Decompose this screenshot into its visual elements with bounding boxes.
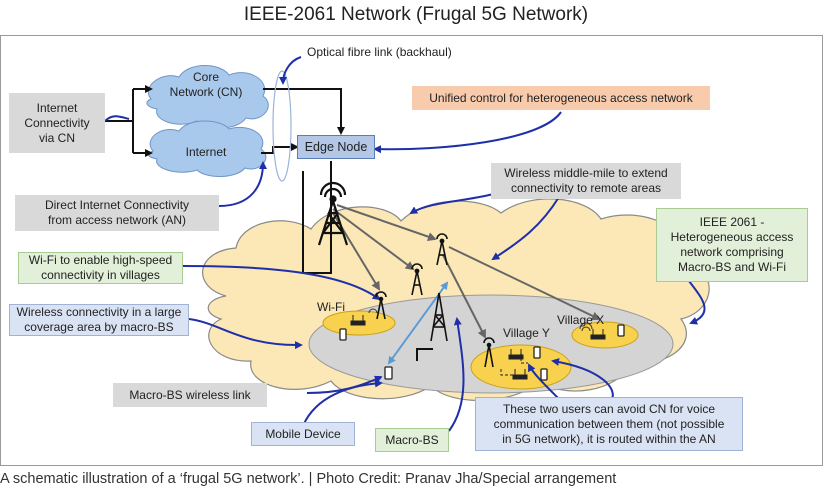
wifi-tower (375, 291, 387, 320)
macro-bs-tower-center (430, 292, 448, 342)
core-network-label: Core Network (CN) (169, 70, 243, 99)
phone-icon (617, 324, 625, 337)
optical-fibre-ring (272, 70, 292, 182)
wifi-label: Wi-Fi (317, 300, 345, 314)
router-icon (508, 349, 524, 360)
router-icon (350, 315, 366, 326)
unified-control-box: Unified control for heterogeneous access… (412, 86, 710, 110)
macro-bs-tower-main (317, 181, 349, 246)
wireless-middle-mile-box: Wireless middle-mile to extend connectiv… (491, 163, 681, 199)
mobile-device-icon (384, 366, 393, 380)
phone-icon (533, 346, 541, 359)
ieee-2061-box: IEEE 2061 - Heterogeneous access network… (656, 208, 808, 282)
internet-via-cn-box: Internet Connectivity via CN (9, 93, 105, 153)
optical-fibre-label: Optical fibre link (backhaul) (307, 45, 452, 59)
photo-caption: A schematic illustration of a ‘frugal 5G… (0, 471, 617, 487)
macro-bs-box: Macro-BS (375, 428, 449, 452)
phone-icon (540, 368, 548, 381)
router-icon (512, 369, 528, 380)
diagram-canvas: Core Network (CN) Internet Optical fibre… (0, 35, 823, 466)
router-icon (590, 329, 606, 340)
diagram-title: IEEE-2061 Network (Frugal 5G Network) (243, 4, 589, 25)
users-avoid-cn-box: These two users can avoid CN for voice c… (475, 397, 743, 451)
edge-node-box: Edge Node (297, 135, 375, 159)
relay-tower-b (436, 233, 448, 266)
phone-icon (339, 328, 347, 341)
internet-label: Internet (185, 145, 227, 159)
village-x-label: Village X (557, 313, 605, 327)
wireless-large-area-box: Wireless connectivity in a large coverag… (9, 304, 189, 336)
direct-internet-box: Direct Internet Connectivity from access… (15, 195, 219, 231)
village-y-label: Village Y (503, 326, 550, 340)
wifi-villages-box: Wi-Fi to enable high-speed connectivity … (18, 252, 183, 284)
macro-bs-link-box: Macro-BS wireless link (113, 383, 267, 407)
village-y-tower (483, 337, 495, 368)
mobile-device-box: Mobile Device (251, 422, 355, 446)
core-network-cloud (146, 65, 269, 129)
diagram-graphics (104, 56, 710, 432)
relay-tower-a (411, 263, 423, 296)
